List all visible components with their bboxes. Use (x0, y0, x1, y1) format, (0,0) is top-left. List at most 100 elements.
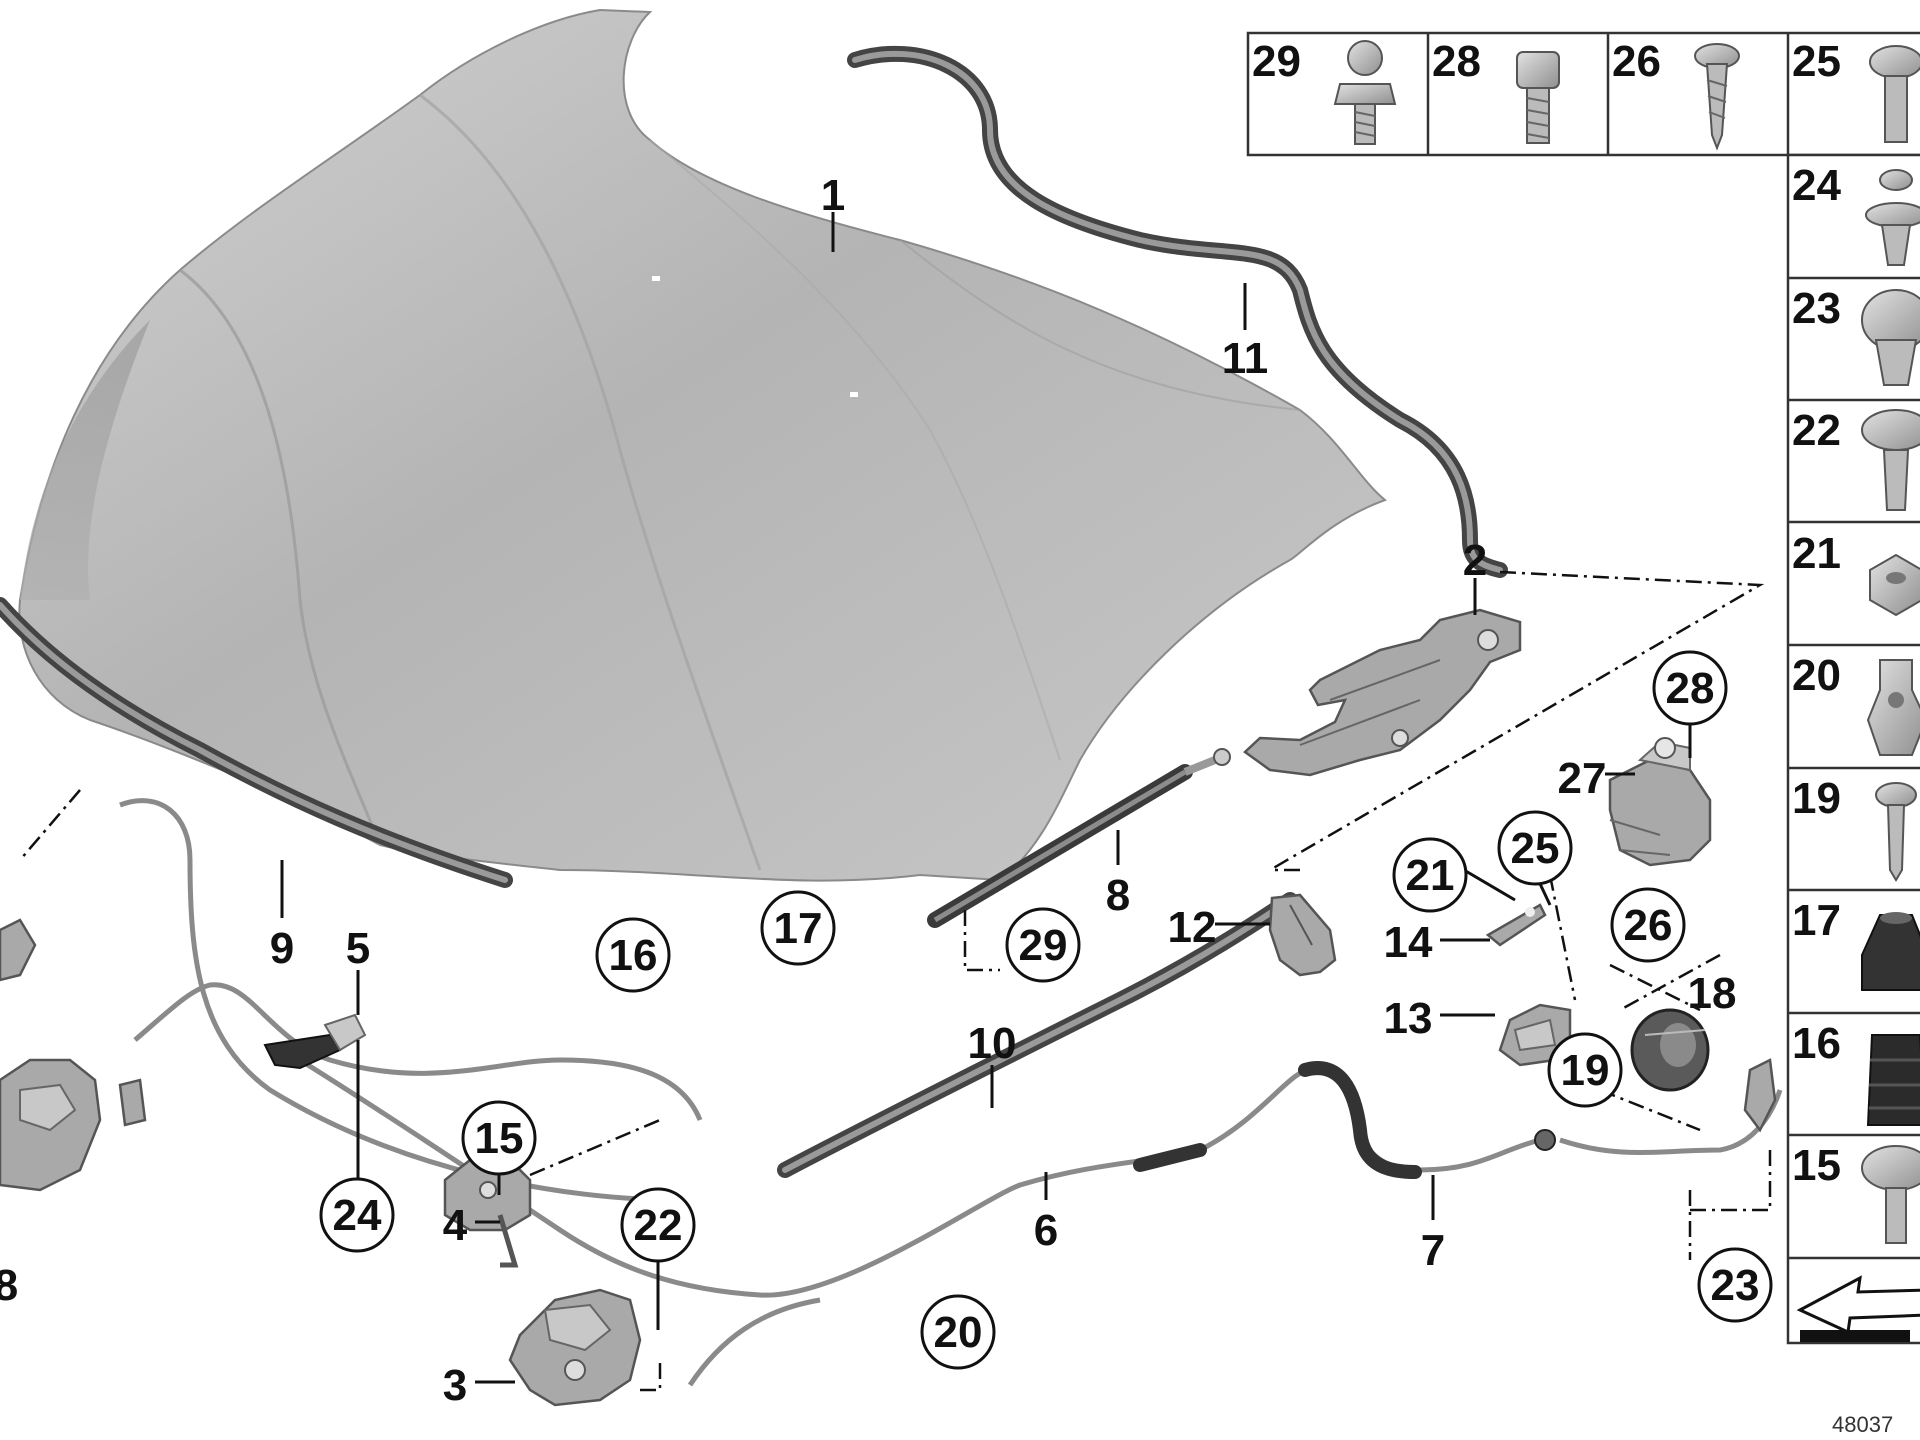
callout-21: 21 (1392, 837, 1468, 913)
ball-stud-icon (1333, 40, 1397, 145)
callout-number: 12 (1168, 903, 1217, 952)
hood-rear-seal (847, 45, 1508, 578)
callout-4: 4 (443, 1201, 468, 1250)
release-handle-5 (263, 1013, 367, 1070)
callout-8: 8 (1106, 871, 1130, 920)
callout-number: 28 (1666, 664, 1715, 713)
callout-number: 18 (1688, 969, 1737, 1018)
actuator-27 (1608, 737, 1712, 867)
callout-7: 7 (1421, 1226, 1445, 1275)
callout-22: 22 (620, 1187, 696, 1263)
stop-buffer-icon (1866, 1034, 1920, 1126)
callout-2: 2 (1463, 536, 1487, 585)
callout-number: 16 (609, 931, 658, 980)
callout-number: 9 (270, 924, 294, 973)
callout-circle (1497, 810, 1573, 886)
callout-number: 21 (1406, 851, 1455, 900)
callout-29: 29 (1005, 907, 1081, 983)
table-cell-label: 21 (1792, 529, 1841, 578)
callout-26: 26 (1610, 887, 1686, 963)
callout-28: 28 (1652, 650, 1728, 726)
callout-20: 20 (920, 1294, 996, 1370)
table-cell-label: 15 (1792, 1141, 1841, 1190)
gas-strut (927, 748, 1231, 928)
callout-number: 15 (475, 1114, 524, 1163)
hood-hinge (1243, 608, 1522, 777)
callout-circle (1005, 907, 1081, 983)
direction-arrow-icon (1796, 1275, 1920, 1342)
callout-number: 27 (1558, 754, 1607, 803)
callout-number: 7 (1421, 1226, 1445, 1275)
hood-hole (652, 276, 660, 281)
table-cell-label: 16 (1792, 1019, 1841, 1068)
callout-number: 14 (1384, 918, 1433, 967)
callout-10: 10 (968, 1019, 1017, 1068)
callout-27: 27 (1558, 754, 1607, 803)
table-cell-label: 17 (1792, 896, 1841, 945)
table-cell-label: 23 (1792, 284, 1841, 333)
flange-screw-icon (1869, 45, 1920, 143)
hood-front-seal (0, 597, 513, 888)
bracket-13 (1498, 1003, 1572, 1067)
callout-circle (1392, 837, 1468, 913)
torx-screw-icon (1875, 782, 1917, 882)
solid-leaders (280, 212, 1692, 1384)
callout-number: 13 (1384, 994, 1433, 1043)
hood-lock-3 (508, 1288, 642, 1407)
callout-15: 15 (461, 1100, 537, 1176)
hex-nut-icon (1869, 553, 1920, 617)
callout-circle (319, 1177, 395, 1253)
callout-25: 25 (1497, 810, 1573, 886)
callout-number: 4 (443, 1201, 468, 1250)
callout-23: 23 (1697, 1247, 1773, 1323)
callout-circle (1652, 650, 1728, 726)
table-cell-label: 25 (1792, 37, 1841, 86)
table-cell-label: 20 (1792, 651, 1841, 700)
callout-9: 9 (270, 924, 294, 973)
tapping-screw-icon (1694, 43, 1740, 151)
table-cell-label: 29 (1252, 37, 1301, 86)
callout-12: 12 (1168, 903, 1217, 952)
callout-number: 24 (333, 1191, 382, 1240)
rivet-icon (1861, 409, 1920, 511)
dash-leaders (19, 570, 1772, 1392)
callout-circle (595, 917, 671, 993)
table-cell-label: 19 (1792, 774, 1841, 823)
callout-17: 17 (760, 890, 836, 966)
striker-right (1743, 1058, 1777, 1133)
hood-hole (850, 392, 858, 397)
callout-circle (760, 890, 836, 966)
callout-number: 6 (1034, 1206, 1058, 1255)
spring-clip-icon (1866, 659, 1920, 756)
callout-11: 11 (1222, 334, 1269, 383)
table-cell-label: 28 (1432, 37, 1481, 86)
panhead-screw-icon (1861, 1145, 1920, 1244)
expanding-rivet-icon (1865, 169, 1920, 266)
callout-number: 3 (443, 1361, 467, 1410)
callout-24: 24 (319, 1177, 395, 1253)
callout-number: 11 (1222, 334, 1269, 383)
callout-1: 1 (821, 171, 845, 220)
callout-number: 17 (774, 904, 823, 953)
socket-screw-icon (1516, 51, 1560, 144)
table-cell-label: 22 (1792, 406, 1841, 455)
latch-guide (1268, 893, 1337, 977)
callout-19: 19 (1547, 1032, 1623, 1108)
callout-number: 20 (934, 1308, 983, 1357)
callout-number: 5 (346, 924, 370, 973)
rubber-buffer-icon (1861, 912, 1920, 991)
callout-13: 13 (1384, 994, 1433, 1043)
callout-circle (1697, 1247, 1773, 1323)
bracket-14 (1485, 903, 1547, 947)
callout-circle (1547, 1032, 1623, 1108)
callout-number: 19 (1561, 1046, 1610, 1095)
callout-18: 18 (1688, 969, 1737, 1018)
callout-circle (920, 1294, 996, 1370)
hood-panel (18, 8, 1388, 882)
callout-8: 8 (0, 1261, 18, 1310)
callout-number: 29 (1019, 921, 1068, 970)
callout-number: 25 (1511, 824, 1560, 873)
